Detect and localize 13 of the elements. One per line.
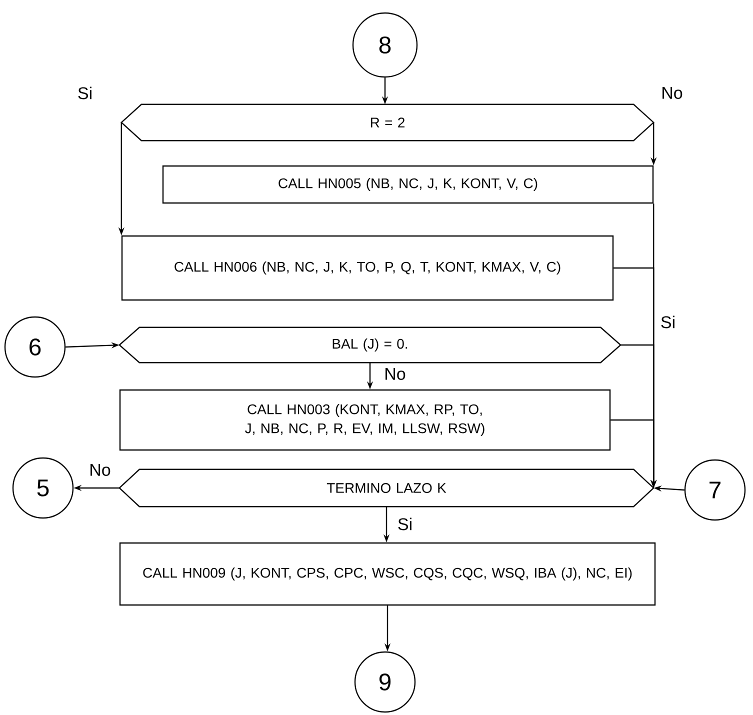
edge-label: No	[88, 463, 112, 477]
decision-hexagon: R = 2	[120, 104, 654, 142]
decision-hexagon: BAL (J) = 0.	[118, 326, 622, 364]
edge-label: Si	[76, 86, 94, 100]
process-box: CALL HN009 (J, KONT, CPS, CPC, WSC, CQS, CQC, WSQ, IBA (J), NC, EI)	[119, 542, 656, 606]
edge-label: Si	[396, 516, 414, 532]
process-box: CALL HN003 (KONT, KMAX, RP, TO, J, NB, NC, P, R, EV, IM, LLSW, RSW)	[119, 389, 611, 451]
edge-label: No	[660, 86, 684, 100]
decision-hexagon: TERMINO LAZO K	[118, 468, 654, 508]
process-box: CALL HN006 (NB, NC, J, K, TO, P, Q, T, KONT, KMAX, V, C)	[121, 235, 614, 301]
edge-label: Si	[659, 314, 677, 330]
process-box: CALL HN005 (NB, NC, J, K, KONT, V, C)	[162, 165, 654, 204]
edge-label: No	[383, 367, 407, 381]
